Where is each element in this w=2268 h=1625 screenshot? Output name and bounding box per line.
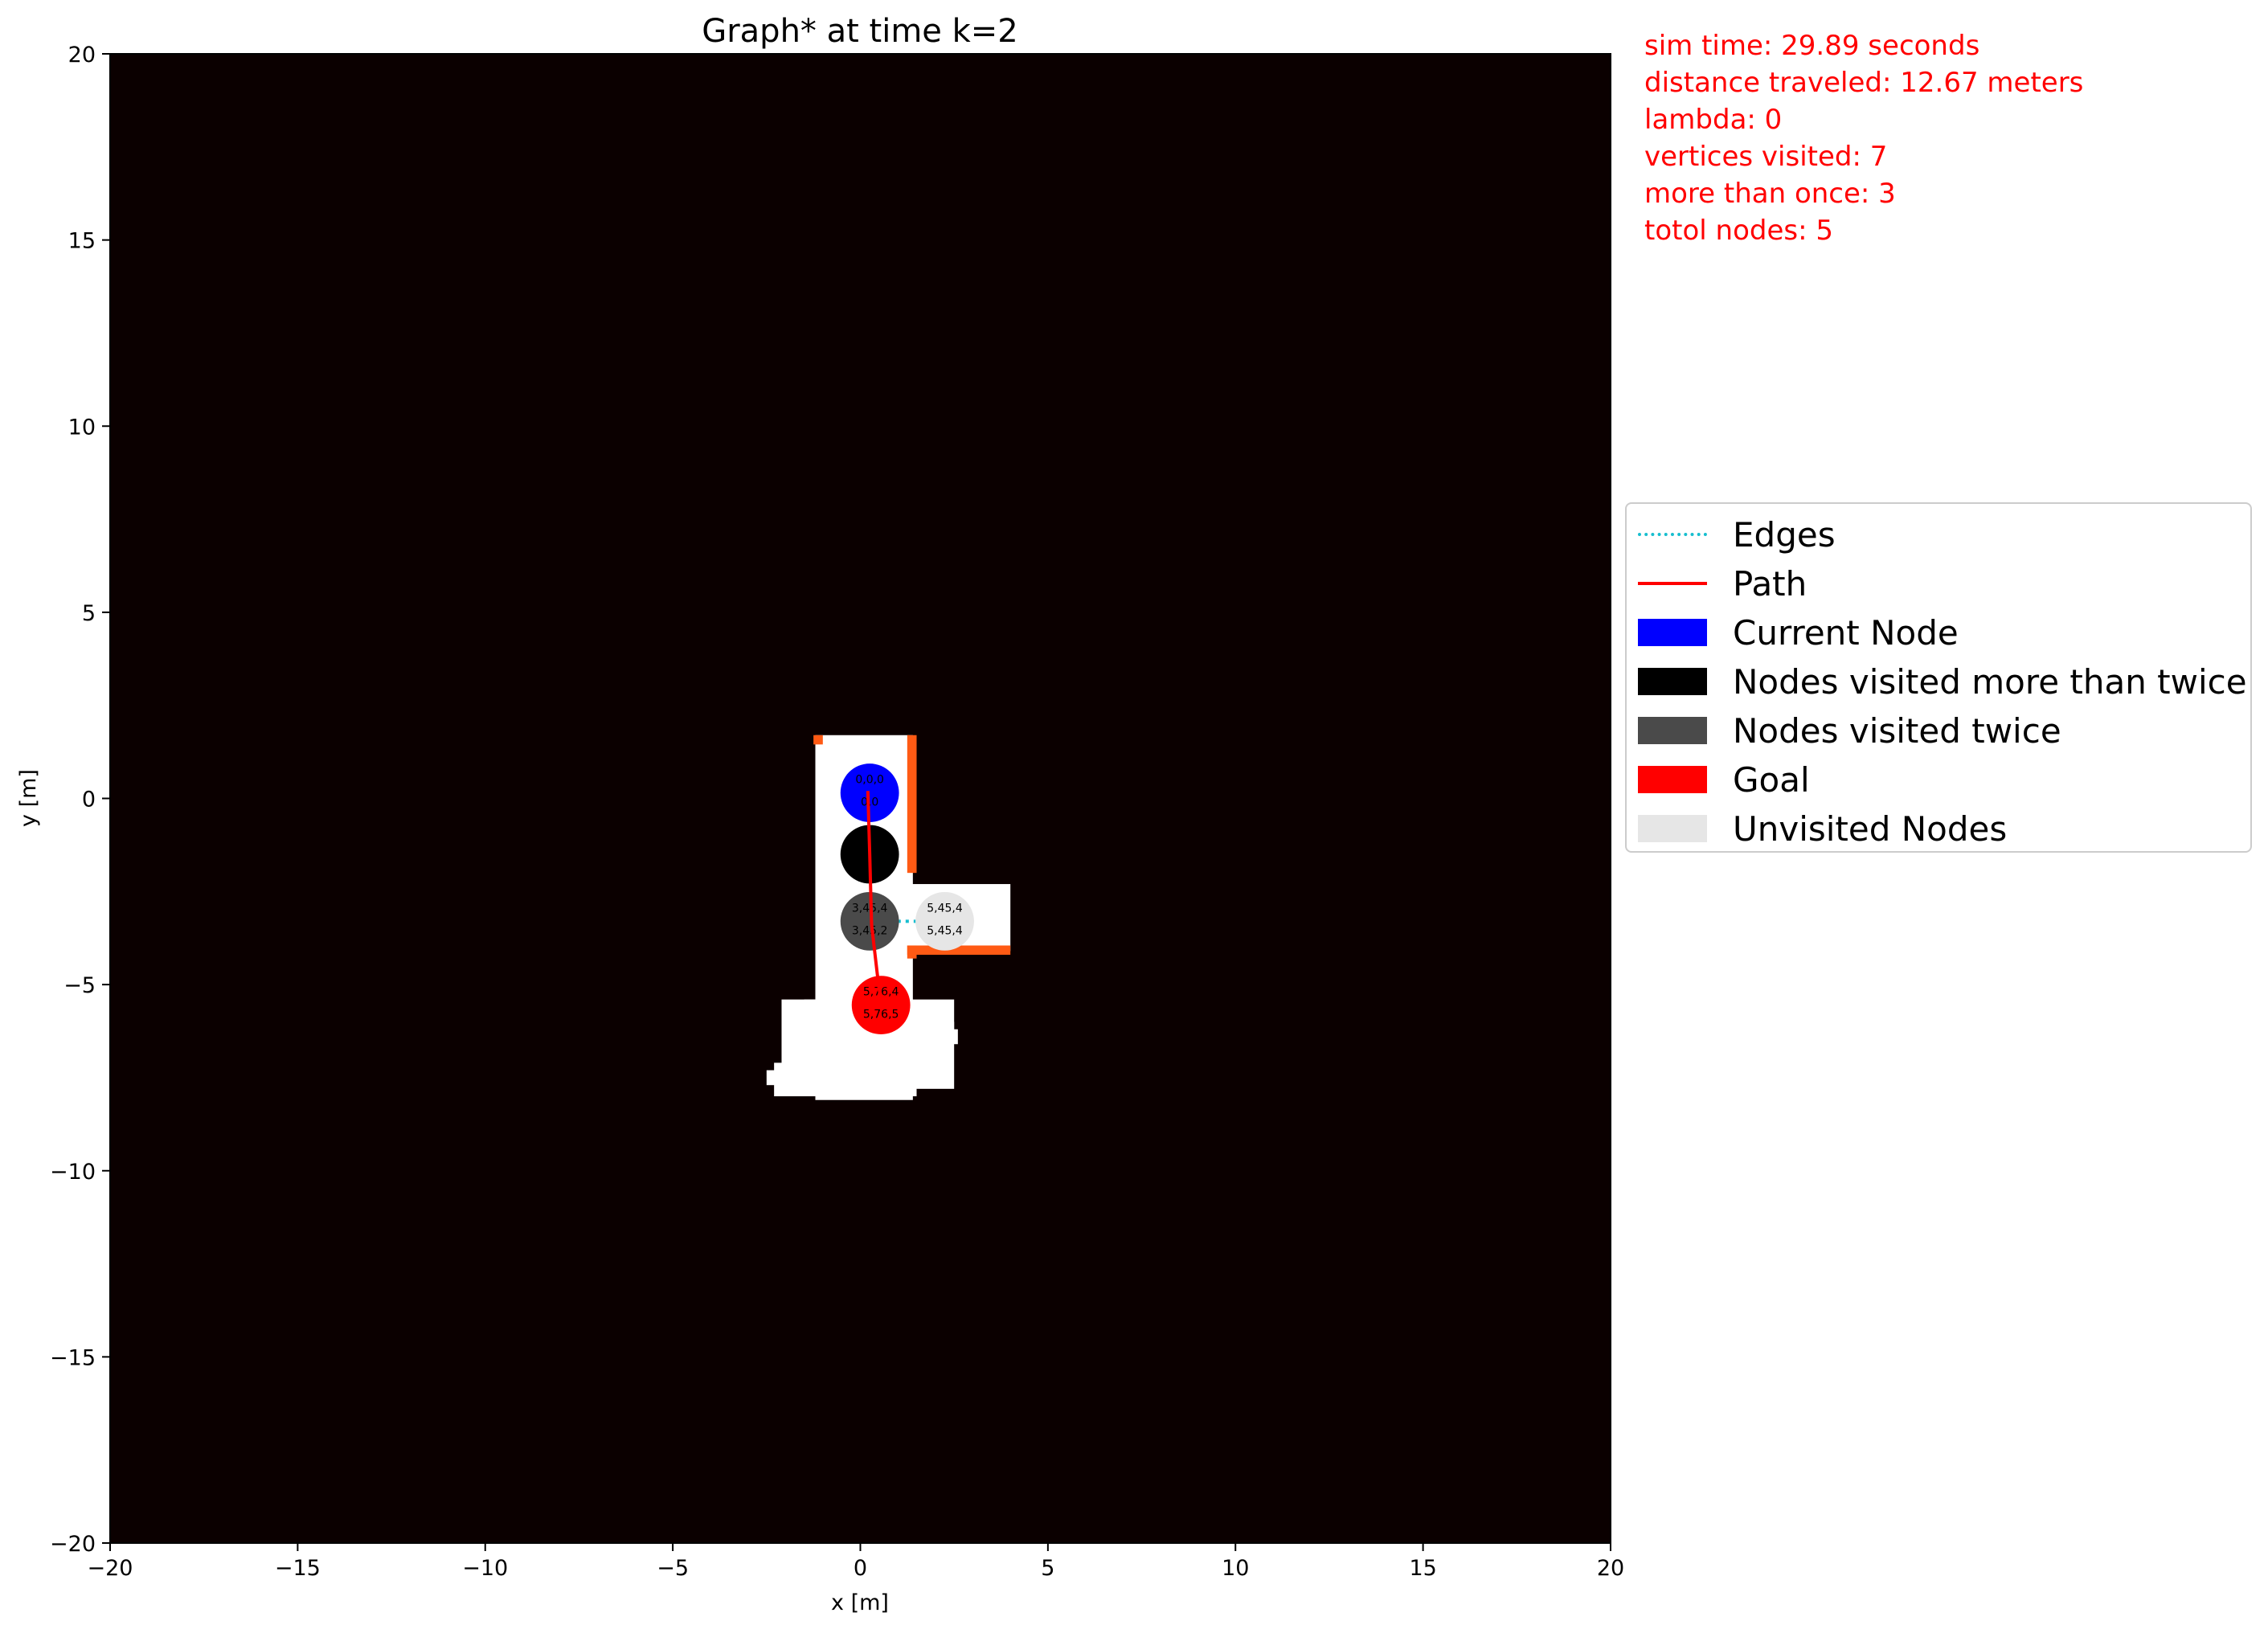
graph-node-goal	[851, 976, 911, 1035]
legend-label: Edges	[1733, 514, 1836, 555]
x-tick-label: −10	[462, 1556, 508, 1581]
x-tick-label: 20	[1597, 1556, 1624, 1581]
wall-cell	[907, 945, 1011, 956]
x-tick-label: 15	[1409, 1556, 1436, 1581]
legend-handle	[1638, 766, 1707, 793]
y-tick-label: −10	[50, 1160, 96, 1185]
graph-node-n3	[915, 891, 974, 951]
free-cell	[766, 1070, 913, 1086]
walls	[813, 735, 1011, 959]
sim-time-text: sim time: 29.89 seconds	[1644, 30, 1980, 62]
x-tick-label: 10	[1222, 1556, 1249, 1581]
y-tick-label: −15	[50, 1345, 96, 1370]
legend-label: Goal	[1733, 759, 1810, 800]
x-axis-label: x [m]	[831, 1590, 889, 1615]
y-tick-label: 15	[68, 229, 96, 254]
path-layer	[866, 791, 883, 1004]
y-tick-label: 5	[82, 601, 96, 626]
node-label: 3,45,2	[852, 924, 888, 937]
node-label: 5,45,4	[927, 924, 963, 937]
x-tick-label: −20	[88, 1556, 133, 1581]
y-tick-label: −5	[63, 973, 96, 998]
y-tick-label: 10	[68, 415, 96, 440]
legend-label: Nodes visited more than twice	[1733, 661, 2247, 702]
lambda-text: lambda: 0	[1644, 104, 1783, 136]
legend-label: Unvisited Nodes	[1733, 808, 2008, 849]
graph-node-current	[840, 763, 899, 822]
x-tick-label: −5	[657, 1556, 689, 1581]
legend-item: Goal	[1638, 755, 1810, 804]
robot-path	[866, 791, 883, 1004]
distance-text: distance traveled: 12.67 meters	[1644, 67, 2084, 99]
node-label: 0,0,0	[855, 774, 884, 787]
chart-title: Graph* at time k=2	[702, 13, 1018, 50]
legend-item: Nodes visited more than twice	[1638, 657, 2247, 706]
total-nodes-text: totol nodes: 5	[1644, 215, 1833, 247]
legend-item: Unvisited Nodes	[1638, 804, 2007, 853]
legend-label: Current Node	[1733, 612, 1959, 653]
y-tick-label: 20	[68, 43, 96, 68]
wall-cell	[813, 735, 823, 745]
x-tick-label: 5	[1041, 1556, 1054, 1581]
vertices-visited-text: vertices visited: 7	[1644, 141, 1888, 173]
legend-label: Nodes visited twice	[1733, 710, 2061, 751]
node-label: 5,45,4	[927, 902, 963, 915]
x-tick-label: 0	[854, 1556, 867, 1581]
y-axis: −20 −15 −10 −5 0 5 10 15 20	[50, 43, 110, 1557]
y-tick-label: −20	[50, 1532, 96, 1557]
legend-handle	[1638, 619, 1707, 646]
x-axis: −20 −15 −10 −5 0 5 10 15 20	[88, 1543, 1624, 1581]
legend-label: Path	[1733, 563, 1807, 604]
more-than-once-text: more than once: 3	[1644, 178, 1896, 210]
legend-handle	[1638, 521, 1707, 548]
wall-cell	[907, 735, 917, 874]
legend-item: Path	[1638, 559, 1807, 608]
graph-node-n2	[840, 891, 899, 951]
y-tick-label: 0	[82, 788, 96, 812]
node-label: 5,76,5	[863, 1009, 899, 1021]
legend-handle	[1638, 815, 1707, 842]
legend-item: Edges	[1638, 510, 1836, 559]
free-cell	[898, 1029, 958, 1045]
y-axis-label: y [m]	[16, 769, 41, 827]
legend-item: Current Node	[1638, 608, 1959, 657]
legend-handle	[1638, 570, 1707, 597]
plot-area: 0,0,00,03,45,43,45,25,45,45,45,45,76,45,…	[109, 53, 1611, 1544]
legend-handle	[1638, 668, 1707, 695]
legend-item: Nodes visited twice	[1638, 706, 2061, 755]
x-tick-label: −15	[275, 1556, 321, 1581]
legend-handle	[1638, 717, 1707, 744]
